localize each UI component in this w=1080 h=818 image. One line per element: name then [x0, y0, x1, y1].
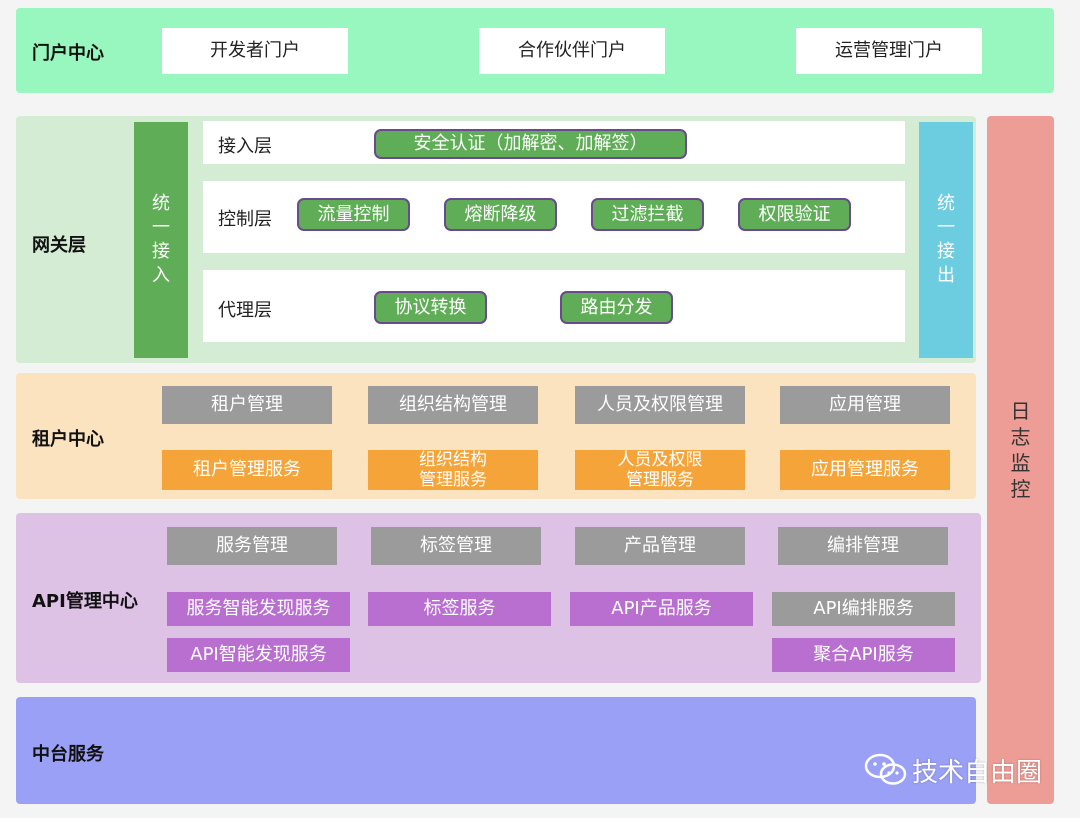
proxy-layer-row	[203, 270, 905, 342]
egress-char-1: 统	[937, 193, 955, 214]
tenant-label: 租户中心	[32, 429, 104, 450]
control-layer-label: 控制层	[218, 209, 272, 230]
service-mgmt[interactable]: 服务管理	[167, 527, 337, 565]
portal-label: 门户中心	[32, 43, 104, 64]
tag-mgmt[interactable]: 标签管理	[371, 527, 541, 565]
traffic-control-pill[interactable]: 流量控制	[297, 198, 410, 231]
personnel-permission-mgmt[interactable]: 人员及权限管理	[575, 386, 745, 424]
orchestration-mgmt[interactable]: 编排管理	[778, 527, 948, 565]
ingress-char-1: 统	[152, 193, 170, 214]
api-smart-discovery-service[interactable]: API智能发现服务	[167, 638, 350, 672]
protocol-convert-pill[interactable]: 协议转换	[374, 291, 487, 324]
tenant-mgmt-service[interactable]: 租户管理服务	[162, 450, 332, 490]
ingress-char-4: 入	[152, 265, 170, 286]
org-structure-service[interactable]: 组织结构 管理服务	[368, 450, 538, 490]
monitor-char-1: 日	[1010, 399, 1031, 423]
org-structure-mgmt[interactable]: 组织结构管理	[368, 386, 538, 424]
portal-operations[interactable]: 运营管理门户	[796, 28, 982, 74]
application-mgmt[interactable]: 应用管理	[780, 386, 950, 424]
tenant-mgmt[interactable]: 租户管理	[162, 386, 332, 424]
aggregate-api-service[interactable]: 聚合API服务	[772, 638, 955, 672]
log-monitor-band	[987, 116, 1054, 804]
monitor-char-2: 志	[1010, 425, 1031, 449]
filter-intercept-pill[interactable]: 过滤拦截	[591, 198, 704, 231]
gateway-unified-egress: 统 一 接 出	[919, 122, 973, 358]
egress-char-2: 一	[937, 217, 955, 238]
route-dispatch-pill[interactable]: 路由分发	[560, 291, 673, 324]
smart-discovery-service[interactable]: 服务智能发现服务	[167, 592, 350, 626]
gateway-unified-ingress: 统 一 接 入	[134, 122, 188, 358]
access-layer-label: 接入层	[218, 136, 272, 157]
monitor-char-3: 监	[1010, 451, 1031, 475]
api-product-service[interactable]: API产品服务	[570, 592, 753, 626]
middle-band	[16, 697, 976, 804]
egress-char-4: 出	[937, 265, 955, 286]
circuit-breaker-pill[interactable]: 熔断降级	[444, 198, 557, 231]
application-mgmt-service[interactable]: 应用管理服务	[780, 450, 950, 490]
watermark-text: 技术自由圈	[912, 758, 1043, 788]
tag-service[interactable]: 标签服务	[368, 592, 551, 626]
api-label: API管理中心	[32, 591, 138, 612]
middle-label: 中台服务	[32, 744, 104, 765]
api-orchestration-service[interactable]: API编排服务	[772, 592, 955, 626]
portal-developer[interactable]: 开发者门户	[162, 28, 348, 74]
security-auth-pill[interactable]: 安全认证（加解密、加解签）	[374, 129, 687, 159]
portal-partner[interactable]: 合作伙伴门户	[479, 28, 665, 74]
product-mgmt[interactable]: 产品管理	[575, 527, 745, 565]
personnel-permission-service[interactable]: 人员及权限 管理服务	[575, 450, 745, 490]
ingress-char-2: 一	[152, 217, 170, 238]
ingress-char-3: 接	[152, 241, 170, 262]
gateway-label: 网关层	[32, 235, 86, 256]
monitor-char-4: 控	[1010, 477, 1031, 501]
wechat-icon	[864, 753, 907, 785]
proxy-layer-label: 代理层	[218, 300, 272, 321]
permission-verify-pill[interactable]: 权限验证	[738, 198, 851, 231]
egress-char-3: 接	[937, 241, 955, 262]
log-monitor-label: 日 志 监 控	[987, 398, 1054, 502]
